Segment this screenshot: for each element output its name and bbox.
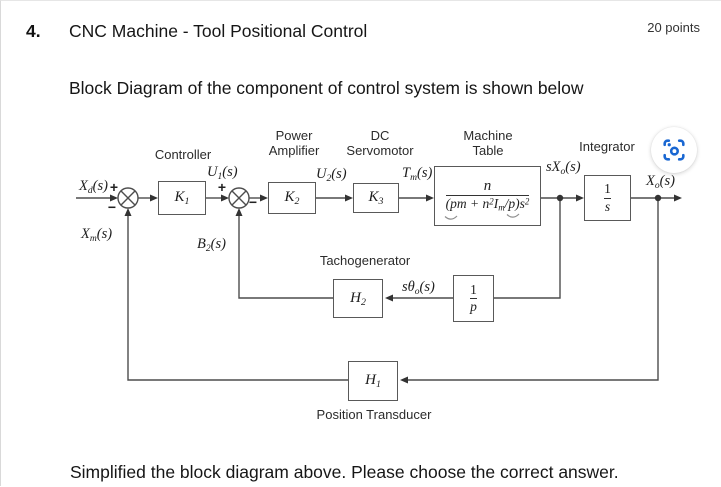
block-h2-label: H2 xyxy=(350,289,366,308)
machine-table-numerator: n xyxy=(483,177,492,194)
fraction-bar xyxy=(604,197,611,199)
integrator-numerator: 1 xyxy=(604,181,611,197)
machine-table-denominator: (pm + n2Im/p)s2 xyxy=(445,196,530,214)
inv-p-numerator: 1 xyxy=(470,281,477,297)
sum1-plus-sign: + xyxy=(109,179,119,195)
signal-label-xm: Xm(s) xyxy=(81,226,113,244)
caption-position-transducer: Position Transducer xyxy=(316,407,432,422)
lens-icon xyxy=(663,139,685,161)
signal-label-xo: Xo(s) xyxy=(646,173,675,191)
block-dc-servomotor-k3: K3 xyxy=(353,183,399,213)
block-machine-table: n (pm + n2Im/p)s2 xyxy=(434,166,541,226)
denominator-marks xyxy=(444,213,520,220)
sum1-minus-sign: − xyxy=(107,199,117,215)
signal-label-sxo: sXo(s) xyxy=(546,159,581,177)
intro-text: Block Diagram of the component of contro… xyxy=(69,78,584,98)
block-k2-label: K2 xyxy=(284,189,300,207)
points-badge: 20 points xyxy=(647,20,700,35)
arrowheads xyxy=(110,194,682,384)
block-k3-label: K3 xyxy=(368,189,384,207)
signal-label-u1: U1(s) xyxy=(207,164,238,182)
block-h1-label: H1 xyxy=(365,372,381,390)
block-k1-label: K1 xyxy=(174,189,190,207)
caption-integrator: Integrator xyxy=(579,139,635,154)
signal-label-u2: U2(s) xyxy=(316,166,347,184)
inverse-pitch-transfer-function: 1 p xyxy=(470,281,477,314)
caption-machine-table: Machine Table xyxy=(463,128,513,158)
fraction-bar xyxy=(470,298,477,299)
block-integrator: 1 s xyxy=(584,175,631,221)
inv-p-denominator: p xyxy=(470,299,477,314)
signal-label-stheta-o: sθo(s) xyxy=(402,279,435,297)
caption-tachogenerator: Tachogenerator xyxy=(319,253,411,268)
block-power-amplifier-k2: K2 xyxy=(268,182,316,214)
block-controller-k1: K1 xyxy=(158,181,206,215)
question-number: 4. xyxy=(26,21,41,41)
machine-table-transfer-function: n (pm + n2Im/p)s2 xyxy=(445,177,530,214)
signal-label-b2: B2(s) xyxy=(197,236,226,254)
block-inverse-pitch: 1 p xyxy=(453,275,494,322)
integrator-denominator: s xyxy=(604,198,611,214)
block-tachogenerator-h2: H2 xyxy=(333,279,383,318)
block-position-transducer-h1: H1 xyxy=(348,361,398,401)
fraction-bar xyxy=(445,195,530,197)
caption-controller: Controller xyxy=(154,147,212,162)
signal-label-xd: Xd(s) xyxy=(79,178,108,196)
sum2-minus-sign: − xyxy=(248,194,258,210)
sum2-plus-sign: + xyxy=(217,179,227,195)
lens-search-button[interactable] xyxy=(651,127,697,173)
integrator-transfer-function: 1 s xyxy=(604,182,611,213)
footer-text: Simplified the block diagram above. Plea… xyxy=(70,462,619,482)
caption-power-amplifier: Power Amplifier xyxy=(268,128,320,158)
signal-label-tm: Tm(s) xyxy=(402,165,433,183)
page-title: CNC Machine - Tool Positional Control xyxy=(69,21,368,41)
caption-dc-servomotor: DC Servomotor xyxy=(346,128,414,158)
